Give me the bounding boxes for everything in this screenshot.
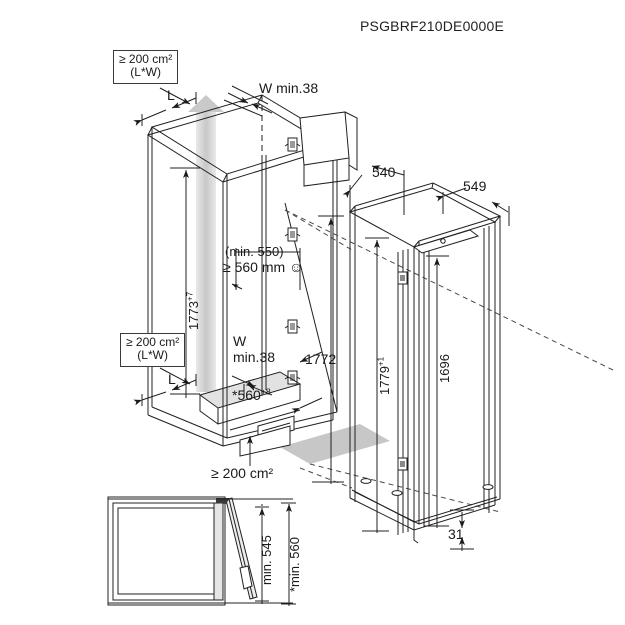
- airflow-shading: [188, 95, 224, 392]
- door-open-560-label: *min. 560: [287, 537, 302, 592]
- plinth-31-label: 31: [448, 526, 464, 542]
- vent-top-leader: [159, 87, 191, 105]
- dim-appliance-height: [312, 215, 344, 484]
- dim-depth-549: [435, 187, 510, 226]
- depth-L-mid-label: L: [168, 371, 176, 387]
- appliance-height-label: 1772: [305, 351, 337, 367]
- page-title: PSGBRF210DE0000E: [360, 18, 505, 34]
- hinge-plate-lower-mid: [284, 319, 301, 334]
- appliance-door-face: [423, 226, 490, 527]
- door-open-545-label: min. 545: [259, 535, 274, 585]
- dim-L-mid: [133, 374, 197, 406]
- appliance-mid-hinge: [397, 271, 408, 285]
- plan-cabinet: [107, 496, 226, 606]
- appliance-isometric-view: [342, 165, 510, 551]
- plan-appliance-body: [213, 502, 224, 601]
- height-1779-label: 1779+1: [376, 356, 392, 395]
- vent-top-line1: ≥ 200 cm²: [119, 52, 173, 66]
- appliance-top-hinge: [412, 229, 480, 254]
- dim-niche-width: [243, 384, 323, 415]
- dim-W-mid: [231, 351, 323, 387]
- hinge-plate-bottom: [284, 370, 301, 385]
- dim-L-top: [133, 92, 197, 126]
- gap-W-mid-line2: min.38: [233, 349, 276, 365]
- niche-floor: [198, 371, 302, 431]
- vent-mid-line1: ≥ 200 cm²: [126, 335, 180, 349]
- dim-depth-540: [342, 165, 405, 215]
- depth-549-label: 549: [463, 178, 487, 194]
- vent-top-label: ≥ 200 cm² (L*W): [113, 50, 179, 84]
- depth-540-label: 540: [372, 164, 396, 180]
- niche-width-label: *560+8: [232, 386, 271, 403]
- dim-niche-depth-inner: [231, 248, 301, 290]
- dim-height-1779: [362, 237, 389, 533]
- appliance-plinth: [354, 478, 494, 544]
- niche-depth-note-line1: (min. 550): [225, 244, 284, 259]
- cabinet-door-open: [299, 111, 358, 187]
- depth-L-top-label: L: [167, 87, 175, 103]
- niche-height-label: 1773+7: [185, 291, 201, 330]
- niche-depth-note-line2: ≥ 560 mm ☺: [223, 259, 304, 275]
- gap-W-mid-line1: W: [233, 333, 247, 349]
- plan-door-open: [225, 497, 258, 600]
- dim-niche-height: [170, 167, 200, 398]
- vent-top-line2: (L*W): [130, 65, 161, 80]
- appliance-carcass-lines: [397, 249, 409, 535]
- dim-W-top: [223, 85, 273, 117]
- appliance-body: [349, 206, 501, 531]
- gap-W-top-label: W min.38: [259, 80, 319, 96]
- appliance-lower-hinge: [397, 457, 408, 471]
- vent-mid-line2: (L*W): [137, 348, 168, 363]
- vent-mid-leader: [159, 367, 191, 385]
- appliance-base-projection: [351, 489, 498, 523]
- vent-mid-label: ≥ 200 cm² (L*W): [120, 333, 186, 367]
- ventilation-grille: [239, 415, 295, 457]
- dim-min-560: [281, 502, 296, 606]
- vent-bottom-label: ≥ 200 cm²: [211, 465, 274, 481]
- plan-door-handle: [239, 565, 253, 590]
- dim-height-1696: [424, 255, 449, 528]
- height-1696-label: 1696: [437, 354, 452, 383]
- dim-min-545: [255, 504, 269, 604]
- hinge-plate-top: [284, 137, 301, 152]
- niche-isometric-view: [133, 85, 614, 513]
- plan-view: [107, 496, 296, 606]
- hinge-plate-upper-mid: [284, 227, 301, 242]
